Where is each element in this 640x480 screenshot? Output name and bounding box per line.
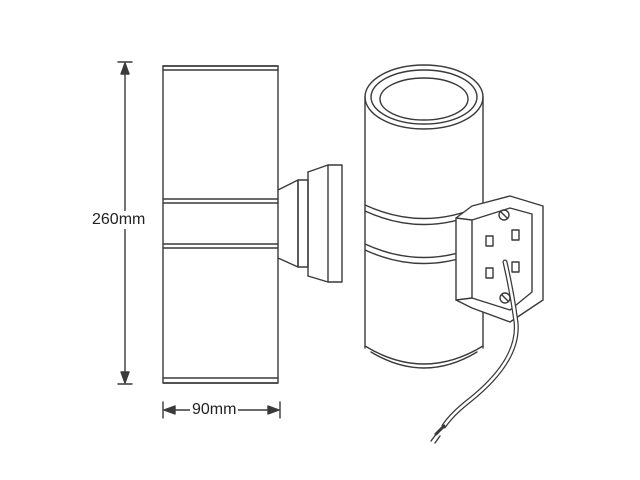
junction-box-screw-top-slot — [500, 211, 508, 219]
terminal-3 — [485, 267, 494, 279]
width-arrow-left — [163, 405, 176, 415]
cylinder-top-rim-inner — [370, 69, 478, 125]
side-view-mount-collar — [297, 179, 309, 268]
width-dimension-label: 90mm — [190, 401, 239, 419]
cable-wire-strand-1 — [430, 432, 438, 442]
power-cable-inner — [442, 260, 518, 428]
junction-box-screw-bottom-slot — [501, 294, 509, 302]
perspective-view — [364, 64, 544, 444]
terminal-1 — [485, 235, 494, 247]
cylinder-lens — [379, 77, 469, 121]
junction-box-edge-top — [455, 217, 473, 221]
junction-box-outer — [455, 195, 544, 323]
side-view-body — [162, 65, 279, 384]
terminal-4 — [511, 261, 520, 273]
height-arrow-bottom — [120, 371, 130, 384]
cylinder-bottom-lip — [370, 351, 478, 369]
side-view-wall-plate — [307, 164, 343, 283]
terminal-2 — [511, 229, 520, 241]
height-dimension-label: 260mm — [92, 211, 146, 229]
cable-wire-strand-2 — [434, 435, 441, 444]
height-arrow-top — [120, 62, 130, 75]
side-view-mount-neck — [277, 179, 299, 268]
side-view — [162, 65, 343, 384]
junction-box-edge-bottom — [455, 297, 473, 301]
width-arrow-right — [267, 405, 280, 415]
junction-box-screw-top — [498, 209, 510, 221]
cylinder-bottom-edge — [364, 345, 484, 365]
